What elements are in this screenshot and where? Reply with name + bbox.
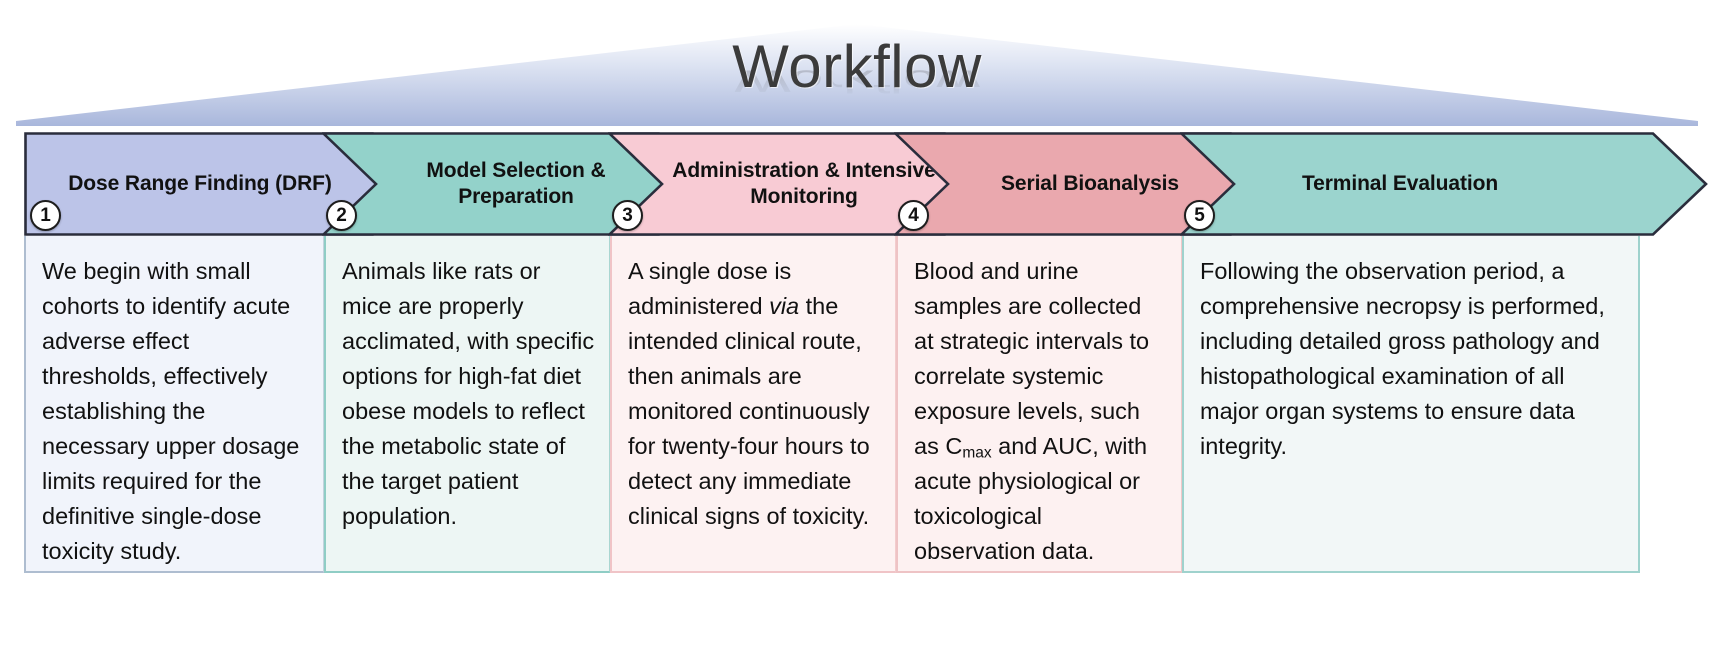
panel-body-2: Animals like rats or mice are properly a… — [342, 258, 595, 529]
chevron-shape-5 — [1180, 132, 1708, 236]
step-badge-5: 5 — [1184, 200, 1215, 231]
panel-step-5: Following the observation period, a comp… — [1182, 236, 1640, 573]
title-banner: Workflow Workflow — [0, 18, 1714, 130]
panel-step-1: We begin with small cohorts to identify … — [24, 236, 324, 573]
panel-body-3: A single dose is administered via the in… — [628, 258, 870, 529]
banner-shape — [16, 24, 1698, 126]
panel-step-2: Animals like rats or mice are properly a… — [324, 236, 610, 573]
chevron-step-5[interactable] — [1180, 132, 1708, 236]
step-badge-2: 2 — [326, 200, 357, 231]
page-title: Workflow — [732, 33, 982, 100]
panel-body-4: Blood and urine samples are collected at… — [914, 258, 1150, 564]
panel-body-5: Following the observation period, a comp… — [1200, 258, 1605, 459]
chevron-strip: Dose Range Finding (DRF) 1 Model Selecti… — [0, 132, 1714, 236]
step-badge-4: 4 — [898, 200, 929, 231]
step-badge-3: 3 — [612, 200, 643, 231]
description-panels: We begin with small cohorts to identify … — [0, 236, 1714, 576]
panel-step-3: A single dose is administered via the in… — [610, 236, 896, 573]
panel-body-1: We begin with small cohorts to identify … — [42, 258, 300, 564]
step-badge-1: 1 — [30, 200, 61, 231]
panel-step-4: Blood and urine samples are collected at… — [896, 236, 1182, 573]
